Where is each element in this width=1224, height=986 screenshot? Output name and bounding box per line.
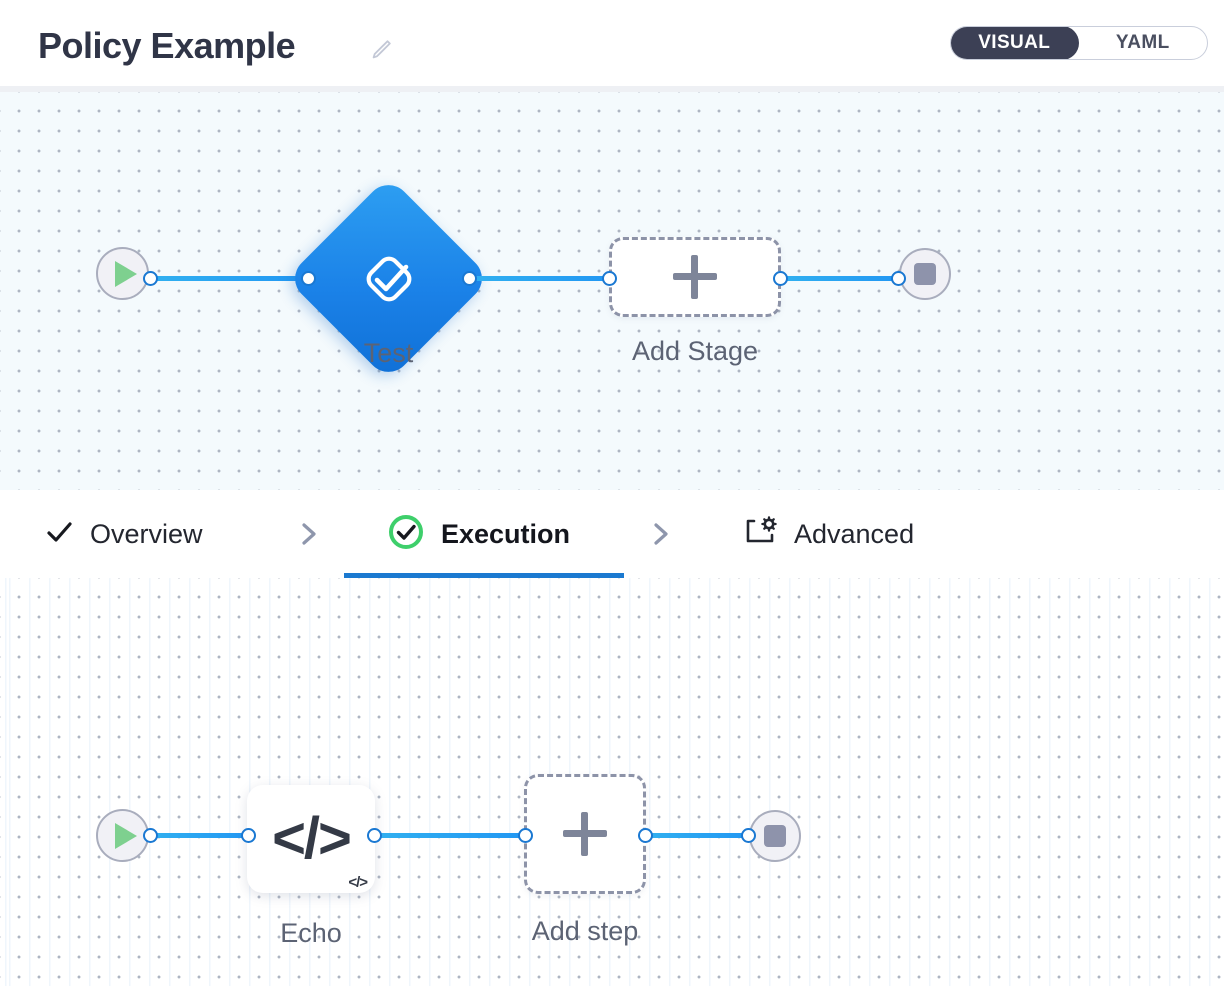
edge-echo-to-addstep — [374, 833, 532, 838]
plus-icon — [563, 812, 607, 856]
port-start-out[interactable] — [143, 271, 158, 286]
add-stage-label: Add Stage — [631, 336, 759, 366]
chevron-right-icon-1 — [296, 521, 322, 547]
port-addstage-in[interactable] — [602, 271, 617, 286]
port-echo-out[interactable] — [367, 828, 382, 843]
tab-overview-label: Overview — [90, 518, 203, 549]
add-step-label: Add step — [531, 916, 639, 946]
plus-icon — [673, 255, 717, 299]
stop-icon — [914, 263, 936, 285]
pencil-icon[interactable] — [367, 36, 395, 64]
port-step-end-in[interactable] — [741, 828, 756, 843]
step-end-node[interactable] — [749, 810, 801, 862]
port-addstage-out[interactable] — [773, 271, 788, 286]
tab-overview[interactable]: Overview — [44, 490, 203, 578]
advanced-gear-icon — [744, 515, 778, 554]
port-addstep-in[interactable] — [518, 828, 533, 843]
edge-start-to-test — [150, 276, 313, 281]
step-label-echo: Echo — [280, 918, 342, 948]
tab-bar: Overview Execution — [0, 490, 1224, 578]
step-node-echo[interactable]: </> </> — [247, 785, 375, 893]
step-start-node[interactable] — [96, 809, 149, 862]
chevron-right-icon-2 — [648, 521, 674, 547]
check-circle-icon — [387, 513, 425, 556]
port-addstep-out[interactable] — [638, 828, 653, 843]
code-badge-icon: </> — [348, 874, 368, 891]
edge-addstage-to-end — [780, 276, 902, 281]
port-test-in[interactable] — [301, 271, 316, 286]
port-step-start-out[interactable] — [143, 828, 158, 843]
stage-end-node[interactable] — [899, 248, 951, 300]
play-icon — [114, 822, 137, 849]
edge-addstep-to-end — [645, 833, 755, 838]
tab-execution[interactable]: Execution — [387, 490, 570, 578]
stop-icon — [764, 825, 786, 847]
step-canvas[interactable]: </> </> Echo Add step — [0, 578, 1224, 986]
stage-start-node[interactable] — [96, 247, 149, 300]
tab-active-underline — [344, 573, 624, 578]
port-test-out[interactable] — [462, 271, 477, 286]
page-title: Policy Example — [38, 25, 296, 66]
stage-label-test: Test — [363, 338, 414, 368]
play-icon — [114, 260, 137, 287]
stage-node-test[interactable] — [285, 175, 492, 382]
tab-advanced[interactable]: Advanced — [744, 490, 914, 578]
toggle-option-visual[interactable]: VISUAL — [951, 27, 1079, 59]
header-divider — [0, 86, 1224, 92]
view-mode-toggle[interactable]: VISUAL YAML — [950, 26, 1208, 60]
tab-execution-label: Execution — [441, 518, 571, 549]
header: Policy Example VISUAL YAML — [0, 0, 1224, 86]
port-echo-in[interactable] — [241, 828, 256, 843]
stage-canvas[interactable]: Test Add Stage — [0, 92, 1224, 490]
code-icon: </> — [272, 806, 352, 871]
edge-start-to-echo — [150, 833, 254, 838]
add-stage-button[interactable] — [609, 237, 781, 317]
edge-test-to-addstage — [468, 276, 614, 281]
tab-advanced-label: Advanced — [794, 518, 915, 549]
add-step-button[interactable] — [524, 774, 646, 894]
check-icon — [44, 517, 74, 552]
toggle-option-yaml[interactable]: YAML — [1115, 32, 1170, 53]
port-end-in[interactable] — [891, 271, 906, 286]
